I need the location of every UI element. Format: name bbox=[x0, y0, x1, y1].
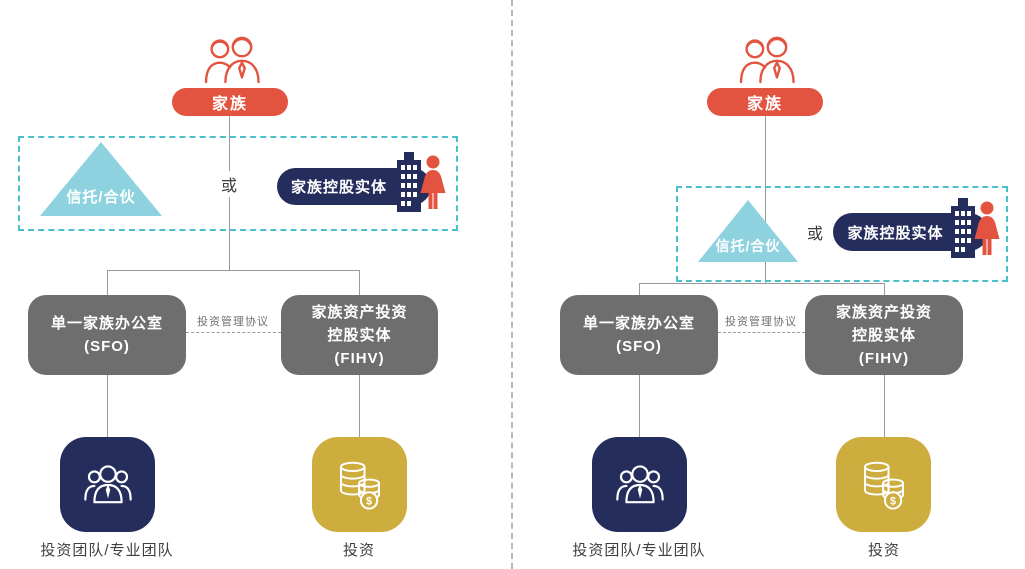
fihv-label-line1: 家族资产投资 bbox=[311, 303, 408, 321]
coin-stack-icon: $ bbox=[863, 461, 904, 510]
connector-sfo-to-team bbox=[107, 375, 108, 437]
fihv-label-line2: 控股实体 bbox=[327, 326, 392, 344]
connector-branch-to-sfo bbox=[639, 283, 640, 295]
family-label: 家族 bbox=[746, 96, 783, 113]
investment-icon-box: $ bbox=[312, 437, 407, 532]
panel-divider bbox=[511, 0, 513, 569]
holding-entity-label: 家族控股实体 bbox=[290, 179, 387, 196]
fihv-label-line3: (FIHV) bbox=[334, 349, 385, 367]
fihv-box: 家族资产投资 控股实体 (FIHV) bbox=[805, 295, 963, 375]
fihv-label-line2: 控股实体 bbox=[851, 326, 916, 344]
family-pill: 家族 bbox=[707, 88, 823, 116]
team-label: 投资团队/专业团队 bbox=[572, 542, 706, 559]
family-pill: 家族 bbox=[172, 88, 288, 116]
svg-text:$: $ bbox=[890, 495, 896, 507]
connector-branch-to-fihv bbox=[884, 283, 885, 295]
ownership-options-box bbox=[676, 186, 1008, 282]
sfo-label-line2: (SFO) bbox=[616, 338, 662, 355]
connector-agreement-dashed bbox=[186, 332, 281, 333]
connector-agreement-dashed bbox=[718, 332, 805, 333]
team-icon-box bbox=[592, 437, 687, 532]
investment-label: 投资 bbox=[867, 542, 901, 559]
diagram-variant-left: 家族 信托/合伙 或 家族控股实体 bbox=[0, 0, 511, 569]
sfo-label-line1: 单一家族办公室 bbox=[50, 315, 163, 332]
sfo-label-line2: (SFO) bbox=[84, 338, 130, 355]
sfo-label-line1: 单一家族办公室 bbox=[582, 315, 695, 332]
ownership-options-box bbox=[18, 136, 458, 231]
agreement-label: 投资管理协议 bbox=[723, 313, 799, 329]
connector-fihv-to-investment bbox=[359, 375, 360, 437]
team-people-icon bbox=[615, 464, 664, 503]
family-label: 家族 bbox=[211, 96, 248, 113]
agreement-label: 投资管理协议 bbox=[195, 313, 271, 329]
coin-stack-icon: $ bbox=[339, 461, 380, 510]
connector-family-to-branch bbox=[765, 116, 766, 283]
sfo-box: 单一家族办公室 (SFO) bbox=[560, 295, 718, 375]
team-icon-box bbox=[60, 437, 155, 532]
building-woman-icon bbox=[394, 150, 446, 212]
connector-branch-to-sfo bbox=[107, 270, 108, 295]
connector-branch bbox=[107, 270, 359, 271]
or-label: 或 bbox=[216, 171, 242, 197]
sfo-box: 单一家族办公室 (SFO) bbox=[28, 295, 186, 375]
team-label: 投资团队/专业团队 bbox=[40, 542, 174, 559]
family-couple-icon bbox=[730, 32, 800, 86]
holding-entity-label: 家族控股实体 bbox=[847, 224, 944, 242]
svg-text:$: $ bbox=[366, 495, 372, 507]
building-woman-icon bbox=[948, 196, 1000, 258]
trust-label: 信托/合伙 bbox=[66, 189, 136, 206]
investment-label: 投资 bbox=[342, 542, 376, 559]
fihv-label-line1: 家族资产投资 bbox=[835, 303, 932, 321]
family-couple-icon bbox=[195, 32, 265, 86]
connector-branch bbox=[639, 283, 884, 284]
diagram-variant-right: 家族 信托/合伙 或 家族控股实体 bbox=[512, 0, 1025, 569]
fihv-box: 家族资产投资 控股实体 (FIHV) bbox=[281, 295, 438, 375]
investment-icon-box: $ bbox=[836, 437, 931, 532]
trust-label: 信托/合伙 bbox=[715, 238, 781, 254]
team-people-icon bbox=[83, 464, 132, 503]
fihv-label-line3: (FIHV) bbox=[858, 349, 910, 367]
connector-sfo-to-team bbox=[639, 375, 640, 437]
connector-branch-to-fihv bbox=[359, 270, 360, 295]
connector-fihv-to-investment bbox=[884, 375, 885, 437]
or-label: 或 bbox=[802, 219, 828, 245]
